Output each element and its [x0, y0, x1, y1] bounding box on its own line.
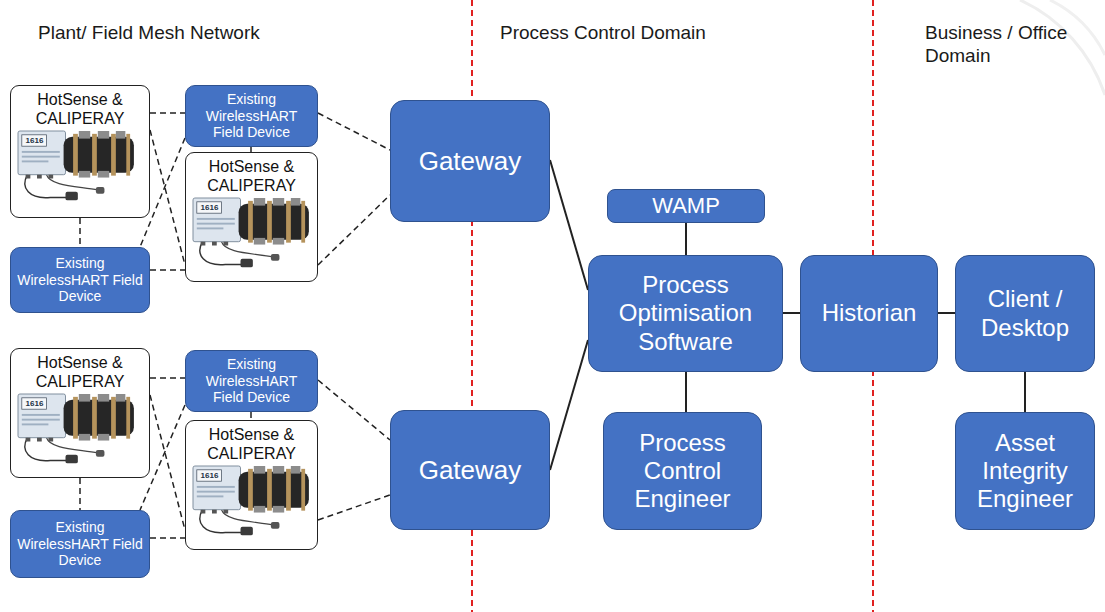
system-box: Asset Integrity Engineer — [955, 412, 1095, 530]
network-link — [550, 160, 588, 290]
system-box: Client / Desktop — [955, 255, 1095, 372]
mesh-link — [140, 138, 185, 247]
mesh-link — [250, 412, 252, 420]
node-text: HotSense & CALIPERAY — [192, 426, 311, 464]
mesh-link — [150, 269, 185, 271]
system-box: Process Control Engineer — [603, 412, 762, 530]
field-device-box: Existing WirelessHART Field Device — [10, 510, 150, 578]
mesh-link — [150, 112, 185, 114]
node-text: Client / Desktop — [962, 285, 1088, 342]
field-device-box: Existing WirelessHART Field Device — [185, 85, 318, 147]
mesh-link — [150, 395, 185, 530]
device-box: HotSense & CALIPERAY — [185, 420, 318, 550]
node-text: Existing WirelessHART Field Device — [192, 91, 311, 141]
gateway-box: Gateway — [390, 100, 550, 222]
domain-heading: Plant/ Field Mesh Network — [38, 22, 358, 45]
system-box: Historian — [800, 255, 938, 372]
node-text: Process Optimisation Software — [595, 271, 776, 356]
display-reading: 1616 — [22, 398, 47, 409]
node-text: Process Control Engineer — [610, 429, 755, 514]
network-link — [685, 223, 687, 255]
mesh-link — [150, 537, 185, 539]
display-reading: 1616 — [197, 470, 222, 481]
mesh-link — [318, 195, 390, 265]
node-text: HotSense & CALIPERAY — [17, 91, 143, 129]
mesh-link — [318, 113, 390, 150]
mesh-link — [79, 218, 81, 247]
device-picture — [193, 198, 309, 267]
network-link — [783, 312, 800, 314]
node-text: HotSense & CALIPERAY — [192, 158, 311, 196]
mesh-link — [140, 405, 185, 510]
mesh-link — [318, 380, 390, 440]
field-device-box: Existing WirelessHART Field Device — [185, 350, 318, 412]
network-link — [938, 312, 955, 314]
node-text: Historian — [822, 299, 917, 327]
display-reading: 1616 — [197, 202, 222, 213]
gateway-box: Gateway — [390, 410, 550, 530]
software-box: WAMP — [607, 189, 765, 223]
domain-heading: Process Control Domain — [500, 22, 840, 45]
system-box: Process Optimisation Software — [588, 255, 783, 372]
device-picture — [18, 394, 134, 463]
node-text: Asset Integrity Engineer — [962, 429, 1088, 514]
mesh-link — [150, 377, 185, 379]
device-picture — [18, 131, 134, 200]
node-text: Existing WirelessHART Field Device — [192, 356, 311, 406]
node-text: HotSense & CALIPERAY — [17, 354, 143, 392]
network-link — [550, 340, 588, 470]
network-link — [1024, 372, 1026, 412]
device-box: HotSense & CALIPERAY — [10, 85, 150, 218]
domain-heading: Business / Office Domain — [925, 22, 1100, 68]
mesh-link — [318, 495, 390, 520]
device-picture — [193, 466, 309, 535]
node-text: WAMP — [652, 193, 720, 219]
node-text: Existing WirelessHART Field Device — [17, 255, 143, 305]
field-device-box: Existing WirelessHART Field Device — [10, 247, 150, 313]
mesh-link — [79, 478, 81, 510]
display-reading: 1616 — [22, 135, 47, 146]
node-text: Gateway — [419, 455, 522, 486]
device-box: HotSense & CALIPERAY — [185, 152, 318, 282]
device-box: HotSense & CALIPERAY — [10, 348, 150, 478]
network-link — [685, 372, 687, 412]
node-text: Existing WirelessHART Field Device — [17, 519, 143, 569]
node-text: Gateway — [419, 146, 522, 177]
